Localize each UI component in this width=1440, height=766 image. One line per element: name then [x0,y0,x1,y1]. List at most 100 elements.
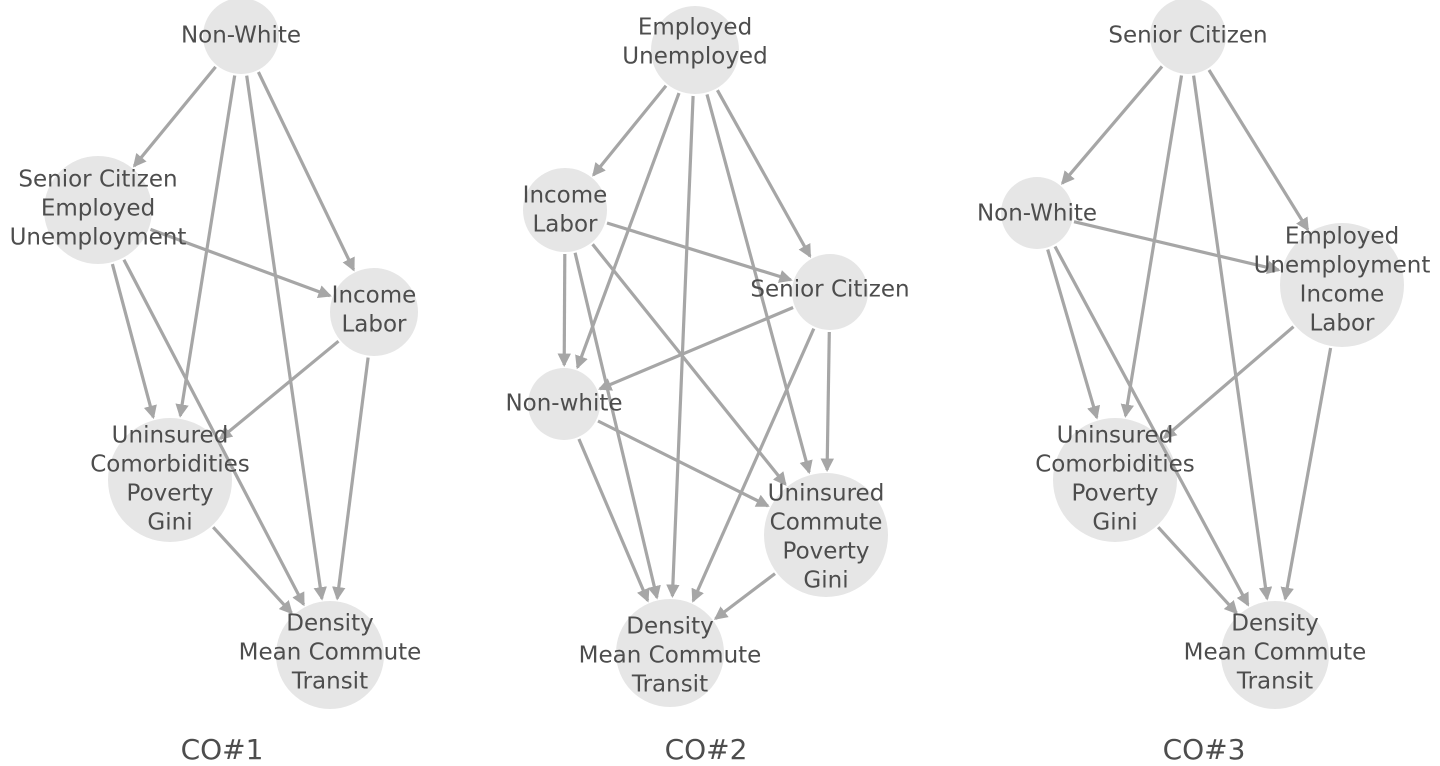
diagram-1-edge-n2-to-n4 [110,263,157,420]
diagram-2-node-label-line: Transit [631,672,708,698]
diagram-1-node-label-line: Comorbidities [90,452,250,478]
diagram-2-edge-m5-to-m6 [713,572,776,620]
diagram-2-node-circle-employed [651,6,739,94]
diagram-3-edge-k3-to-k4 [1162,325,1295,439]
diagram-1-node-circle-non-white [203,0,279,74]
diagram-3-node-label-line: Employed [1285,224,1399,250]
diagram-3-edge-k3-to-k5 [1280,347,1333,601]
diagram-2-node-circle-density [616,599,724,707]
diagram-2-node-label-line: Uninsured [768,481,885,507]
diagram-3-edge-k2-to-k3 [1073,220,1281,275]
diagram-3-node-circle-uninsured [1053,418,1177,542]
diagram-2-edge-m2-to-m6 [573,252,661,600]
diagram-2-edge-m4-to-m6 [577,438,650,603]
edges-layer [110,65,1333,620]
diagram-3-node-label-line: Comorbidities [1035,452,1195,478]
diagram-3-node-label-line: Labor [1309,311,1375,337]
diagram-1-edge-n4-to-n5 [212,526,293,615]
diagram-2-edge-m2-to-m3 [606,221,793,283]
diagram-2-edge-m1-to-m6 [666,95,695,599]
diagram-1-edge-n1-to-n4 [175,75,237,418]
diagram-3-edge-k1-to-k2 [1060,65,1164,185]
node-circles-layer [44,0,1404,709]
diagram-1-edge-n1-to-n2 [132,65,217,168]
diagram-2-node-label-line: Poverty [783,539,870,565]
diagram-2-node-label-line: Density [626,614,713,640]
diagram-2-node-label-line: Non-white [505,391,622,417]
diagram-2-edge-m3-to-m6 [691,327,816,603]
diagram-2-node-label-line: Employed [638,15,752,41]
diagram-3-node-label-non-white: Non-White [977,201,1097,227]
diagram-1-node-circle-senior-citizen [44,156,152,264]
diagram-1-node-circle-density [276,601,384,709]
diagram-1-node-label-line: Poverty [127,481,214,507]
diagram-3-node-label-line: Gini [1092,510,1137,536]
diagram-3-edge-k1-to-k5 [1192,75,1273,601]
diagram-2-edge-m1-to-m3 [716,89,812,258]
diagram-3-node-circle-employed [1280,223,1404,347]
diagram-2-node-circle-income [523,168,607,252]
diagram-3-caption: CO#3 [1163,733,1246,766]
diagram-1-node-label-line: Labor [341,312,407,338]
diagram-1-node-label-line: Senior Citizen [18,167,177,193]
diagram-2-node-circle-uninsured [764,473,888,597]
diagram-2-node-circle-senior-citizen [792,254,868,330]
diagram-1-edge-n1-to-n5 [245,75,327,601]
diagram-2-node-label-non-white: Non-white [505,391,622,417]
diagram-3-node-label-line: Transit [1236,669,1313,695]
diagram-3-node-label-line: Poverty [1072,481,1159,507]
diagram-2-edge-m3-to-m5 [820,331,835,473]
diagram-2-node-label-line: Labor [532,212,598,238]
diagram-1-node-label-line: Unemployment [10,225,187,251]
diagram-3-node-circle-senior-citizen [1150,0,1226,74]
diagram-3-node-label-line: Uninsured [1057,423,1174,449]
diagram-2-node-label-line: Unemployed [622,44,767,70]
diagram-2-node-label-line: Income [523,183,608,209]
diagram-3-edge-k1-to-k4 [1120,75,1184,418]
diagram-3-edge-k2-to-k5 [1053,245,1250,607]
diagram-2-node-label-line: Commute [770,510,883,536]
diagram-3-node-label-line: Non-White [977,201,1097,227]
diagram-2-edge-m3-to-m4 [598,306,794,391]
diagram-1-node-label-non-white: Non-White [181,23,301,49]
diagram-3-node-circle-non-white [1001,177,1073,249]
diagram-1-node-label-line: Gini [147,510,192,536]
diagram-2-node-label-line: Gini [803,568,848,594]
diagram-1-node-label-line: Transit [291,669,368,695]
diagram-3-node-circle-density [1221,601,1329,709]
diagram-2-node-label-line: Senior Citizen [750,277,909,303]
diagram-1-node-label-line: Density [286,611,373,637]
diagram-1-node-label-line: Mean Commute [239,640,422,666]
diagram-3-node-label-line: Unemployment [1254,253,1431,279]
captions-layer: CO#1 CO#2 CO#3 [181,733,1246,766]
diagram-3-node-label-line: Mean Commute [1184,640,1367,666]
diagram-2-edge-m4-to-m5 [597,419,770,508]
diagram-2-node-circle-non-white [528,368,600,440]
diagram-1-edge-n3-to-n5 [332,357,370,601]
diagram-1-edge-n3-to-n4 [218,339,340,440]
diagram-3-node-label-line: Income [1300,282,1385,308]
diagram-2-edge-m2-to-m5 [591,243,787,486]
diagram-2-caption: CO#2 [665,733,748,766]
diagram-1-node-label-line: Uninsured [112,423,229,449]
diagram-2-edge-m1-to-m5 [705,93,813,475]
diagram-1-edge-n2-to-n3 [149,227,332,299]
diagram-2-node-label-senior-citizen: Senior Citizen [750,277,909,303]
diagram-1-caption: CO#1 [181,733,264,766]
diagram-1-node-label-line: Employed [41,196,155,222]
diagram-1-edge-n1-to-n3 [256,71,356,272]
diagram-1-node-circle-uninsured [108,418,232,542]
